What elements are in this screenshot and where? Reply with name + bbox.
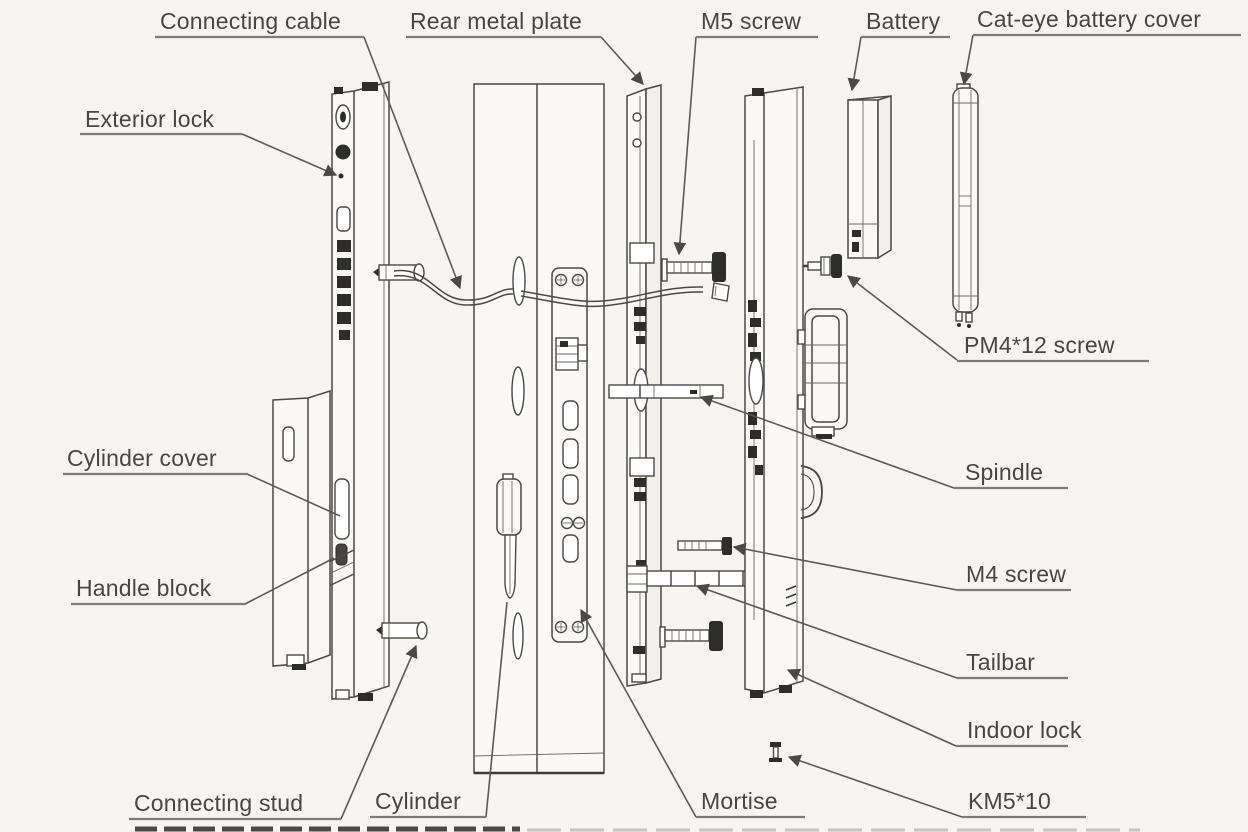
label-rear-metal-plate-text: Rear metal plate xyxy=(410,8,582,34)
label-m4-screw-text: M4 screw xyxy=(966,561,1066,587)
cylinder-cover-part xyxy=(334,478,350,540)
label-tailbar-text: Tailbar xyxy=(966,649,1035,675)
label-cylinder-text: Cylinder xyxy=(375,788,461,814)
leader-lines xyxy=(241,34,974,820)
mortise-drawing xyxy=(551,267,588,643)
label-exterior-lock-text: Exterior lock xyxy=(85,106,214,132)
km5-screw-drawing xyxy=(769,742,782,762)
label-m5-screw-text: M5 screw xyxy=(701,8,801,34)
connecting-cable-drawing xyxy=(393,269,730,308)
handle-block-part xyxy=(335,543,348,566)
label-km5-10: KM5*10 xyxy=(962,788,1086,819)
label-indoor-lock: Indoor lock xyxy=(956,717,1082,748)
label-handle-block: Handle block xyxy=(71,575,246,606)
label-rear-metal-plate: Rear metal plate xyxy=(406,8,601,39)
leader-connecting-stud xyxy=(340,644,418,820)
label-pm4-12-screw: PM4*12 screw xyxy=(957,332,1149,363)
leader-handle-block xyxy=(244,557,335,605)
cat-eye-bracket-drawing xyxy=(797,308,848,439)
label-cat-eye-battery-cover-text: Cat-eye battery cover xyxy=(977,6,1201,32)
leader-cat-eye-battery-cover xyxy=(959,34,974,86)
label-handle-block-text: Handle block xyxy=(76,575,212,601)
label-cylinder-cover-text: Cylinder cover xyxy=(67,445,217,471)
leader-cylinder xyxy=(485,601,508,818)
label-m4-screw: M4 screw xyxy=(957,561,1071,592)
label-connecting-cable-text: Connecting cable xyxy=(160,8,341,34)
label-battery-text: Battery xyxy=(866,8,941,34)
label-indoor-lock-text: Indoor lock xyxy=(967,717,1082,743)
label-tailbar: Tailbar xyxy=(957,649,1068,680)
connecting-stud-bottom xyxy=(376,621,428,640)
label-m5-screw: M5 screw xyxy=(696,8,818,39)
cylinder-drawing xyxy=(496,473,522,599)
leader-spindle xyxy=(699,394,955,489)
label-connecting-cable: Connecting cable xyxy=(155,8,364,39)
label-cat-eye-battery-cover: Cat-eye battery cover xyxy=(973,6,1241,37)
handle-panel-drawing xyxy=(272,389,331,670)
pm4-screw-drawing xyxy=(803,254,842,278)
leader-battery xyxy=(847,36,862,92)
leader-m5-screw xyxy=(673,36,697,256)
label-connecting-stud-text: Connecting stud xyxy=(134,790,303,816)
label-mortise-text: Mortise xyxy=(701,788,778,814)
indoor-lock-drawing xyxy=(744,86,823,698)
leader-exterior-lock xyxy=(241,133,338,177)
battery-drawing xyxy=(847,94,892,260)
leader-km5-10 xyxy=(787,754,963,818)
leader-tailbar xyxy=(695,583,958,679)
leader-cylinder-cover xyxy=(246,473,341,517)
leader-connecting-cable xyxy=(363,36,462,290)
bottom-cutoff-artifact xyxy=(135,826,1140,832)
label-exterior-lock: Exterior lock xyxy=(80,106,242,136)
label-connecting-stud: Connecting stud xyxy=(129,790,341,821)
labels-layer: Connecting cable Rear metal plate M5 scr… xyxy=(63,6,1241,821)
spindle-drawing xyxy=(608,384,724,399)
leader-pm4-12-screw xyxy=(846,275,958,361)
leader-indoor-lock xyxy=(786,668,957,747)
exterior-lock-drawing xyxy=(307,81,390,701)
label-pm4-12-screw-text: PM4*12 screw xyxy=(964,332,1115,358)
leader-rear-metal-plate xyxy=(600,36,644,85)
rear-metal-plate-drawing xyxy=(626,84,662,687)
label-spindle: Spindle xyxy=(954,459,1068,490)
label-mortise: Mortise xyxy=(696,788,805,819)
label-cylinder-cover: Cylinder cover xyxy=(63,445,248,476)
label-spindle-text: Spindle xyxy=(965,459,1043,485)
m5-screw-bottom xyxy=(659,621,723,651)
label-km5-10-text: KM5*10 xyxy=(968,788,1051,814)
m5-screw-top xyxy=(661,252,726,282)
cat-eye-battery-cover-drawing xyxy=(952,83,979,328)
label-cylinder: Cylinder xyxy=(370,788,486,819)
leader-mortise xyxy=(580,608,697,818)
leader-m4-screw xyxy=(732,542,958,591)
label-battery: Battery xyxy=(861,8,950,39)
m4-screw-drawing xyxy=(677,537,732,555)
